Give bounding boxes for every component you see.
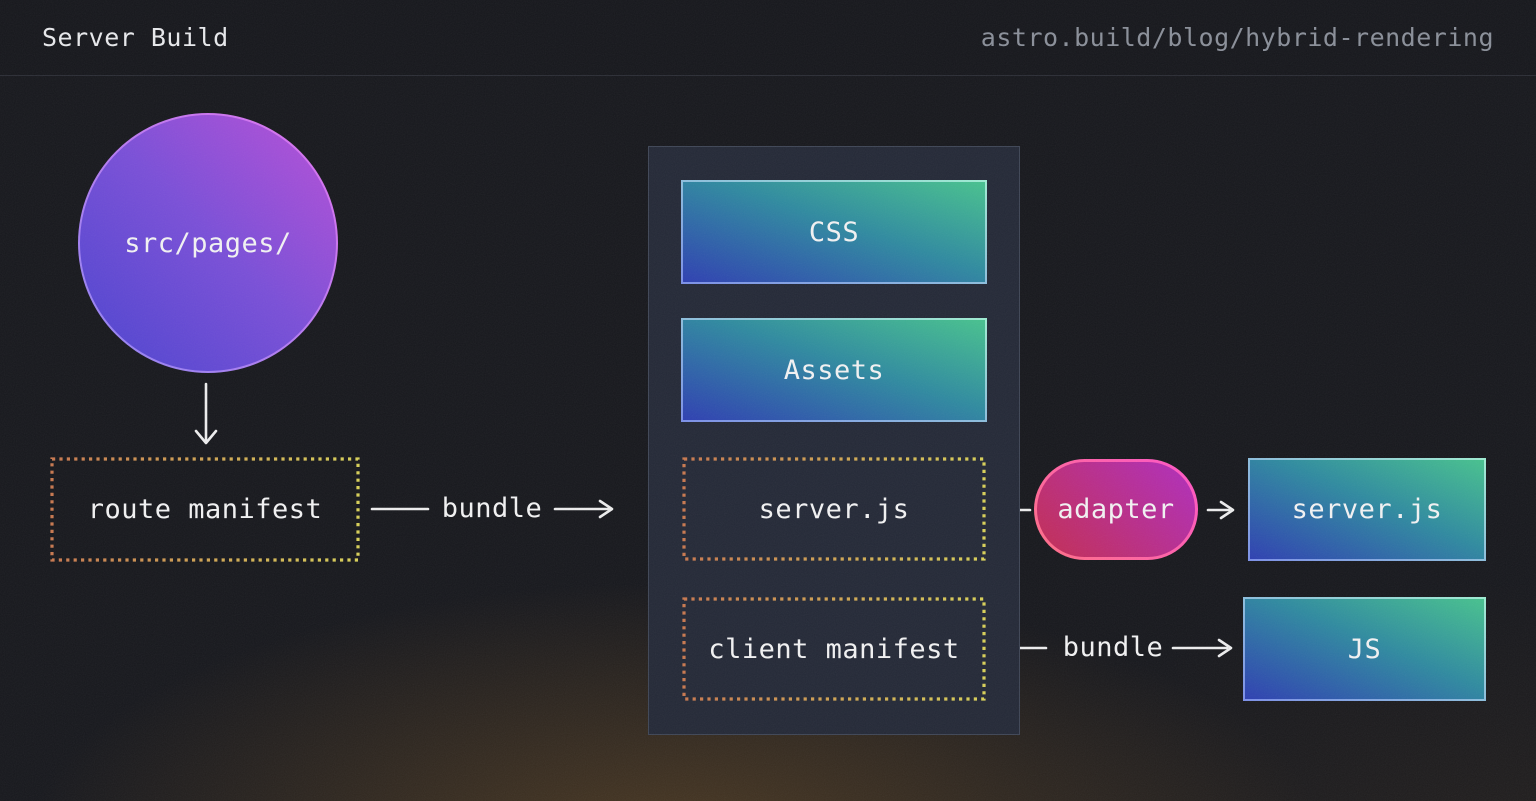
node-assets-label: Assets bbox=[783, 354, 885, 386]
node-server-js-bundle-label: server.js bbox=[758, 493, 910, 525]
node-server-js-bundle: server.js bbox=[682, 457, 986, 561]
node-assets: Assets bbox=[681, 318, 987, 422]
source-url: astro.build/blog/hybrid-rendering bbox=[980, 23, 1494, 52]
node-css: CSS bbox=[681, 180, 987, 284]
arrow-srcpages-to-routemanifest bbox=[194, 382, 218, 445]
node-server-js-output-label: server.js bbox=[1291, 494, 1443, 525]
node-src-pages: src/pages/ bbox=[78, 113, 338, 373]
node-server-js-output: server.js bbox=[1248, 458, 1486, 561]
node-js-output: JS bbox=[1243, 597, 1486, 701]
node-route-manifest: route manifest bbox=[50, 457, 360, 562]
arrow-adapter-to-serverjs-output bbox=[1206, 500, 1235, 520]
node-route-manifest-label: route manifest bbox=[87, 494, 323, 525]
edge-label-bundle-right: bundle bbox=[1062, 632, 1164, 663]
header-bar: Server Build astro.build/blog/hybrid-ren… bbox=[0, 0, 1536, 76]
node-client-manifest: client manifest bbox=[682, 597, 986, 701]
edge-label-bundle-left: bundle bbox=[441, 493, 543, 524]
node-adapter-label: adapter bbox=[1057, 494, 1175, 525]
node-css-label: CSS bbox=[808, 216, 860, 248]
node-src-pages-label: src/pages/ bbox=[124, 227, 292, 259]
page-title: Server Build bbox=[42, 23, 229, 52]
node-client-manifest-label: client manifest bbox=[708, 633, 960, 665]
node-js-output-label: JS bbox=[1347, 633, 1382, 665]
node-adapter: adapter bbox=[1034, 459, 1198, 560]
